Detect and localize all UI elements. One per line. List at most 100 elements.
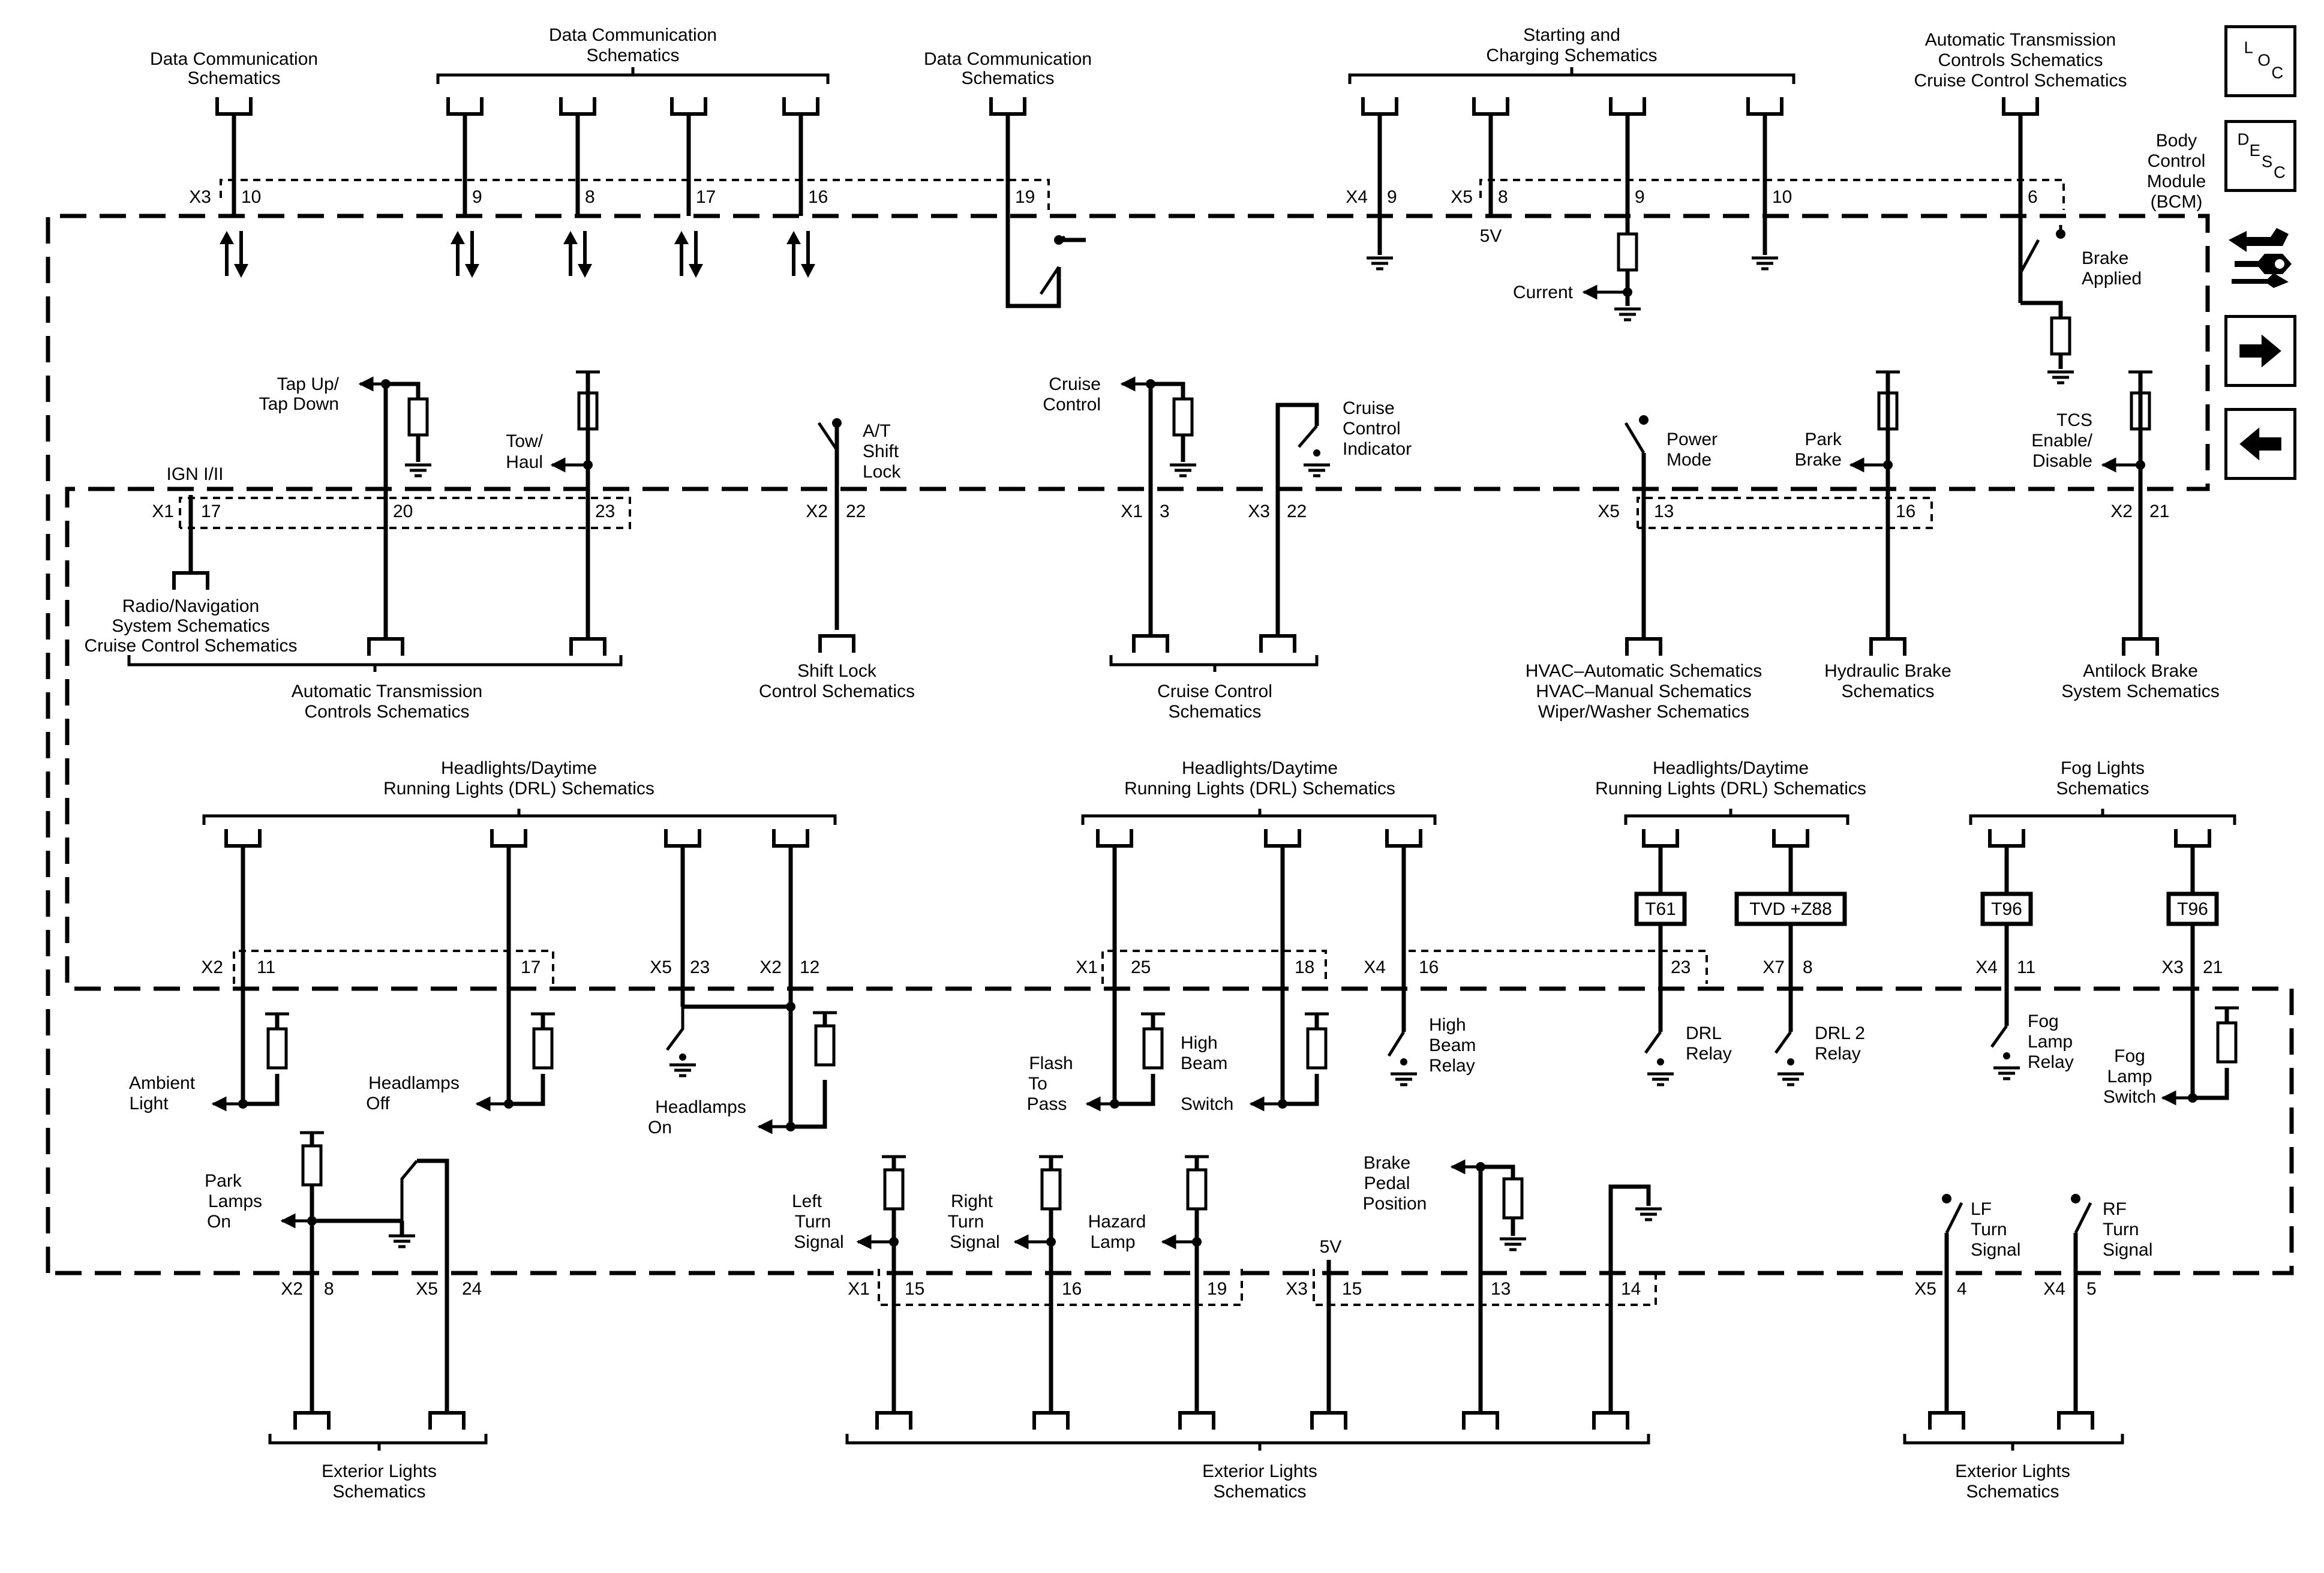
park-lamps-label-line1: Park bbox=[205, 1171, 242, 1191]
dcs-mid-label-line1: Data Communication bbox=[549, 25, 717, 45]
fog-label-line2: Schematics bbox=[2056, 779, 2149, 798]
antilock-label-line2: System Schematics bbox=[2061, 682, 2219, 701]
pin: 16 bbox=[1896, 502, 1915, 521]
flash-label-line1: Flash bbox=[1029, 1053, 1073, 1073]
next-page-button[interactable] bbox=[2224, 315, 2296, 387]
fog-switch-label-line3: Switch bbox=[2103, 1087, 2156, 1107]
pin: 21 bbox=[2203, 957, 2223, 977]
fog-switch-label-line1: Fog bbox=[2114, 1046, 2145, 1066]
lf-turn-label-line2: Turn bbox=[1971, 1220, 2007, 1239]
left-turn-label-line3: Signal bbox=[794, 1232, 843, 1252]
radio-label-line1: Radio/Navigation bbox=[122, 596, 259, 616]
pin: 8 bbox=[1498, 187, 1508, 207]
pin: 3 bbox=[1160, 502, 1170, 521]
atc-cruise-label-line2: Controls Schematics bbox=[1938, 50, 2103, 70]
drl-relay-label-line2: Relay bbox=[1686, 1044, 1732, 1064]
right-turn-label-line2: Turn bbox=[948, 1212, 984, 1232]
drl1-label-line2: Running Lights (DRL) Schematics bbox=[383, 779, 654, 798]
prev-page-button[interactable] bbox=[2224, 408, 2296, 480]
top-row-labels: Data Communication Schematics Data Commu… bbox=[150, 25, 2206, 302]
connector-x2: X2 bbox=[806, 502, 828, 521]
option-t96: T96 bbox=[2177, 899, 2208, 919]
loc-button[interactable]: L O C bbox=[2224, 25, 2296, 97]
at-shift-label-line2: Shift bbox=[863, 442, 899, 461]
tap-label-line1: Tap Up/ bbox=[277, 374, 340, 394]
connector-x5: X5 bbox=[1598, 502, 1620, 521]
connector-x2: X2 bbox=[2110, 502, 2133, 521]
pin: 18 bbox=[1295, 957, 1314, 977]
five-volt-label: 5V bbox=[1320, 1237, 1342, 1257]
row3-labels: Headlights/Daytime Running Lights (DRL) … bbox=[129, 758, 2223, 1137]
connector-end-view-icon[interactable] bbox=[2223, 219, 2298, 291]
hydraulic-label-line1: Hydraulic Brake bbox=[1824, 661, 1951, 681]
pin: 22 bbox=[1287, 502, 1307, 521]
lf-turn-label-line3: Signal bbox=[1971, 1240, 2020, 1260]
row4-labels: Park Lamps On Left Turn Signal Right Tur… bbox=[205, 1153, 2152, 1502]
at-shift-label-line3: Lock bbox=[863, 462, 901, 482]
power-mode-label-line1: Power bbox=[1667, 430, 1718, 449]
connector-x1: X1 bbox=[152, 502, 174, 521]
connector-x2: X2 bbox=[759, 957, 782, 977]
shift-lock-label-line1: Shift Lock bbox=[797, 661, 877, 681]
rf-turn-label-line1: RF bbox=[2103, 1199, 2127, 1219]
arrow-right-icon bbox=[2239, 334, 2281, 368]
high-beam-relay-label-line1: High bbox=[1429, 1015, 1466, 1035]
connector-x4: X4 bbox=[2043, 1279, 2065, 1299]
tcs-label-line1: TCS bbox=[2056, 410, 2092, 430]
pin: 11 bbox=[257, 957, 275, 977]
atc-cruise-label-line1: Automatic Transmission bbox=[1925, 30, 2116, 50]
loc-letter-l: L bbox=[2244, 38, 2253, 56]
pin: 14 bbox=[1621, 1279, 1641, 1299]
bcm-label-line2: Control bbox=[2148, 151, 2206, 171]
connector-x3: X3 bbox=[1286, 1279, 1308, 1299]
atc-cruise-label-line3: Cruise Control Schematics bbox=[1914, 71, 2127, 91]
tow-label-line1: Tow/ bbox=[506, 431, 543, 451]
desc-button[interactable]: D E S C bbox=[2224, 120, 2296, 192]
cruise-sch-label-line1: Cruise Control bbox=[1157, 682, 1272, 701]
connector-x1: X1 bbox=[1076, 957, 1098, 977]
arrow-left-icon bbox=[2239, 427, 2281, 461]
ext2-label-line2: Schematics bbox=[1213, 1482, 1306, 1502]
dcs-left-label-line2: Schematics bbox=[187, 68, 280, 88]
cruise-sch-label-line2: Schematics bbox=[1168, 702, 1261, 722]
cruise-control-label-line2: Control bbox=[1043, 395, 1101, 415]
radio-label-line2: System Schematics bbox=[112, 616, 269, 636]
connector-x2: X2 bbox=[201, 957, 223, 977]
pin: 23 bbox=[1671, 957, 1691, 977]
ambient-label-line1: Ambient bbox=[129, 1073, 196, 1093]
pin: 24 bbox=[462, 1279, 482, 1299]
drl-relay-label-line1: DRL bbox=[1686, 1023, 1722, 1043]
shift-lock-label-line2: Control Schematics bbox=[759, 682, 915, 701]
park-brake-label-line2: Brake bbox=[1795, 450, 1842, 470]
drl2-label-line2: Running Lights (DRL) Schematics bbox=[1124, 779, 1395, 798]
pin: 8 bbox=[1803, 957, 1813, 977]
connector-x4: X4 bbox=[1346, 187, 1368, 207]
fog-label-line1: Fog Lights bbox=[2061, 758, 2145, 778]
pin: 23 bbox=[595, 502, 615, 521]
drl3-label-line2: Running Lights (DRL) Schematics bbox=[1595, 779, 1866, 798]
current-label: Current bbox=[1513, 283, 1574, 302]
five-volt-label: 5V bbox=[1480, 226, 1502, 246]
drl2-relay-label-line2: Relay bbox=[1815, 1044, 1861, 1064]
loc-letter-c: C bbox=[2271, 63, 2283, 82]
hydraulic-label-line2: Schematics bbox=[1841, 682, 1934, 701]
fog-relay-label-line2: Lamp bbox=[2028, 1032, 2073, 1052]
park-brake-label-line1: Park bbox=[1804, 430, 1842, 449]
bcm-label-line3: Module bbox=[2147, 172, 2206, 191]
headlamps-off-label-line2: Off bbox=[366, 1094, 390, 1113]
dcs-left-label-line1: Data Communication bbox=[150, 49, 318, 69]
fog-relay-label-line1: Fog bbox=[2028, 1011, 2059, 1031]
drl2-label-line1: Headlights/Daytime bbox=[1182, 758, 1338, 778]
brake-applied-label-line2: Applied bbox=[2082, 269, 2142, 289]
bcm-label-line4: (BCM) bbox=[2151, 192, 2203, 212]
pin: 20 bbox=[393, 502, 413, 521]
pin: 13 bbox=[1491, 1279, 1511, 1299]
pin: 19 bbox=[1207, 1279, 1227, 1299]
ign-label: IGN I/II bbox=[166, 464, 223, 484]
hvac-label-line2: HVAC–Manual Schematics bbox=[1536, 682, 1752, 701]
fog-switch-label-line2: Lamp bbox=[2107, 1067, 2152, 1086]
pin: 15 bbox=[905, 1279, 924, 1299]
pin: 6 bbox=[2028, 187, 2038, 207]
ext2-label-line1: Exterior Lights bbox=[1202, 1461, 1317, 1481]
